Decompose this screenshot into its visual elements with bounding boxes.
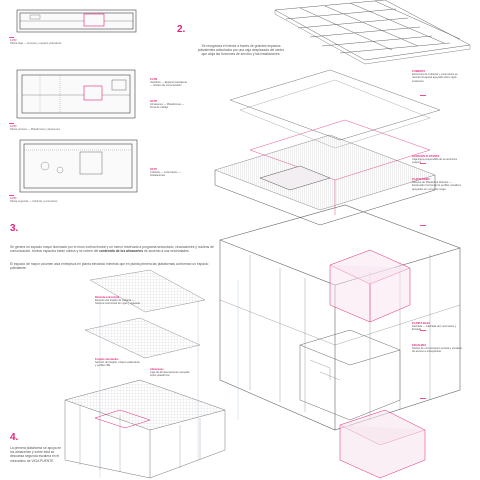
storage-box: [329, 249, 411, 323]
column-lines: [99, 280, 239, 478]
step-3-text-2: El espacio de mayor volumen alza entrepi…: [10, 262, 209, 271]
floor-plan-1: [16, 9, 137, 33]
step-3-bold: contenido de los almacenes: [99, 249, 144, 254]
step-3-text: Se genera un espacio mayor iluminado por…: [10, 245, 215, 253]
step-3-outro: de acuerdo a sus necesidades.: [143, 249, 190, 254]
floor-plan-2: [16, 69, 136, 119]
step-3-intro: Se genera un espacio mayor iluminado por…: [10, 245, 214, 254]
ground-box: [339, 409, 426, 479]
lower-box: [64, 379, 226, 479]
roof-grid: [274, 0, 471, 65]
stair-volume: [299, 329, 401, 421]
floor-plan-3: [19, 139, 138, 193]
main-shell: [219, 204, 461, 431]
ribbed-volume: [214, 119, 436, 226]
grid-slab-2: [84, 317, 201, 359]
step-number-4: 4.: [10, 432, 19, 443]
step-number-3: 3.: [10, 223, 19, 234]
upper-slab: [229, 69, 441, 149]
right-markers: [420, 95, 426, 399]
step-number-2: 2.: [177, 24, 186, 35]
plan-markers: [9, 37, 14, 196]
grid-slab-1: [89, 269, 206, 313]
step-2-text: Se reorganiza el interior a través de gr…: [197, 44, 285, 57]
step-4-text: La primera plataforma se apoya en los al…: [10, 446, 62, 463]
